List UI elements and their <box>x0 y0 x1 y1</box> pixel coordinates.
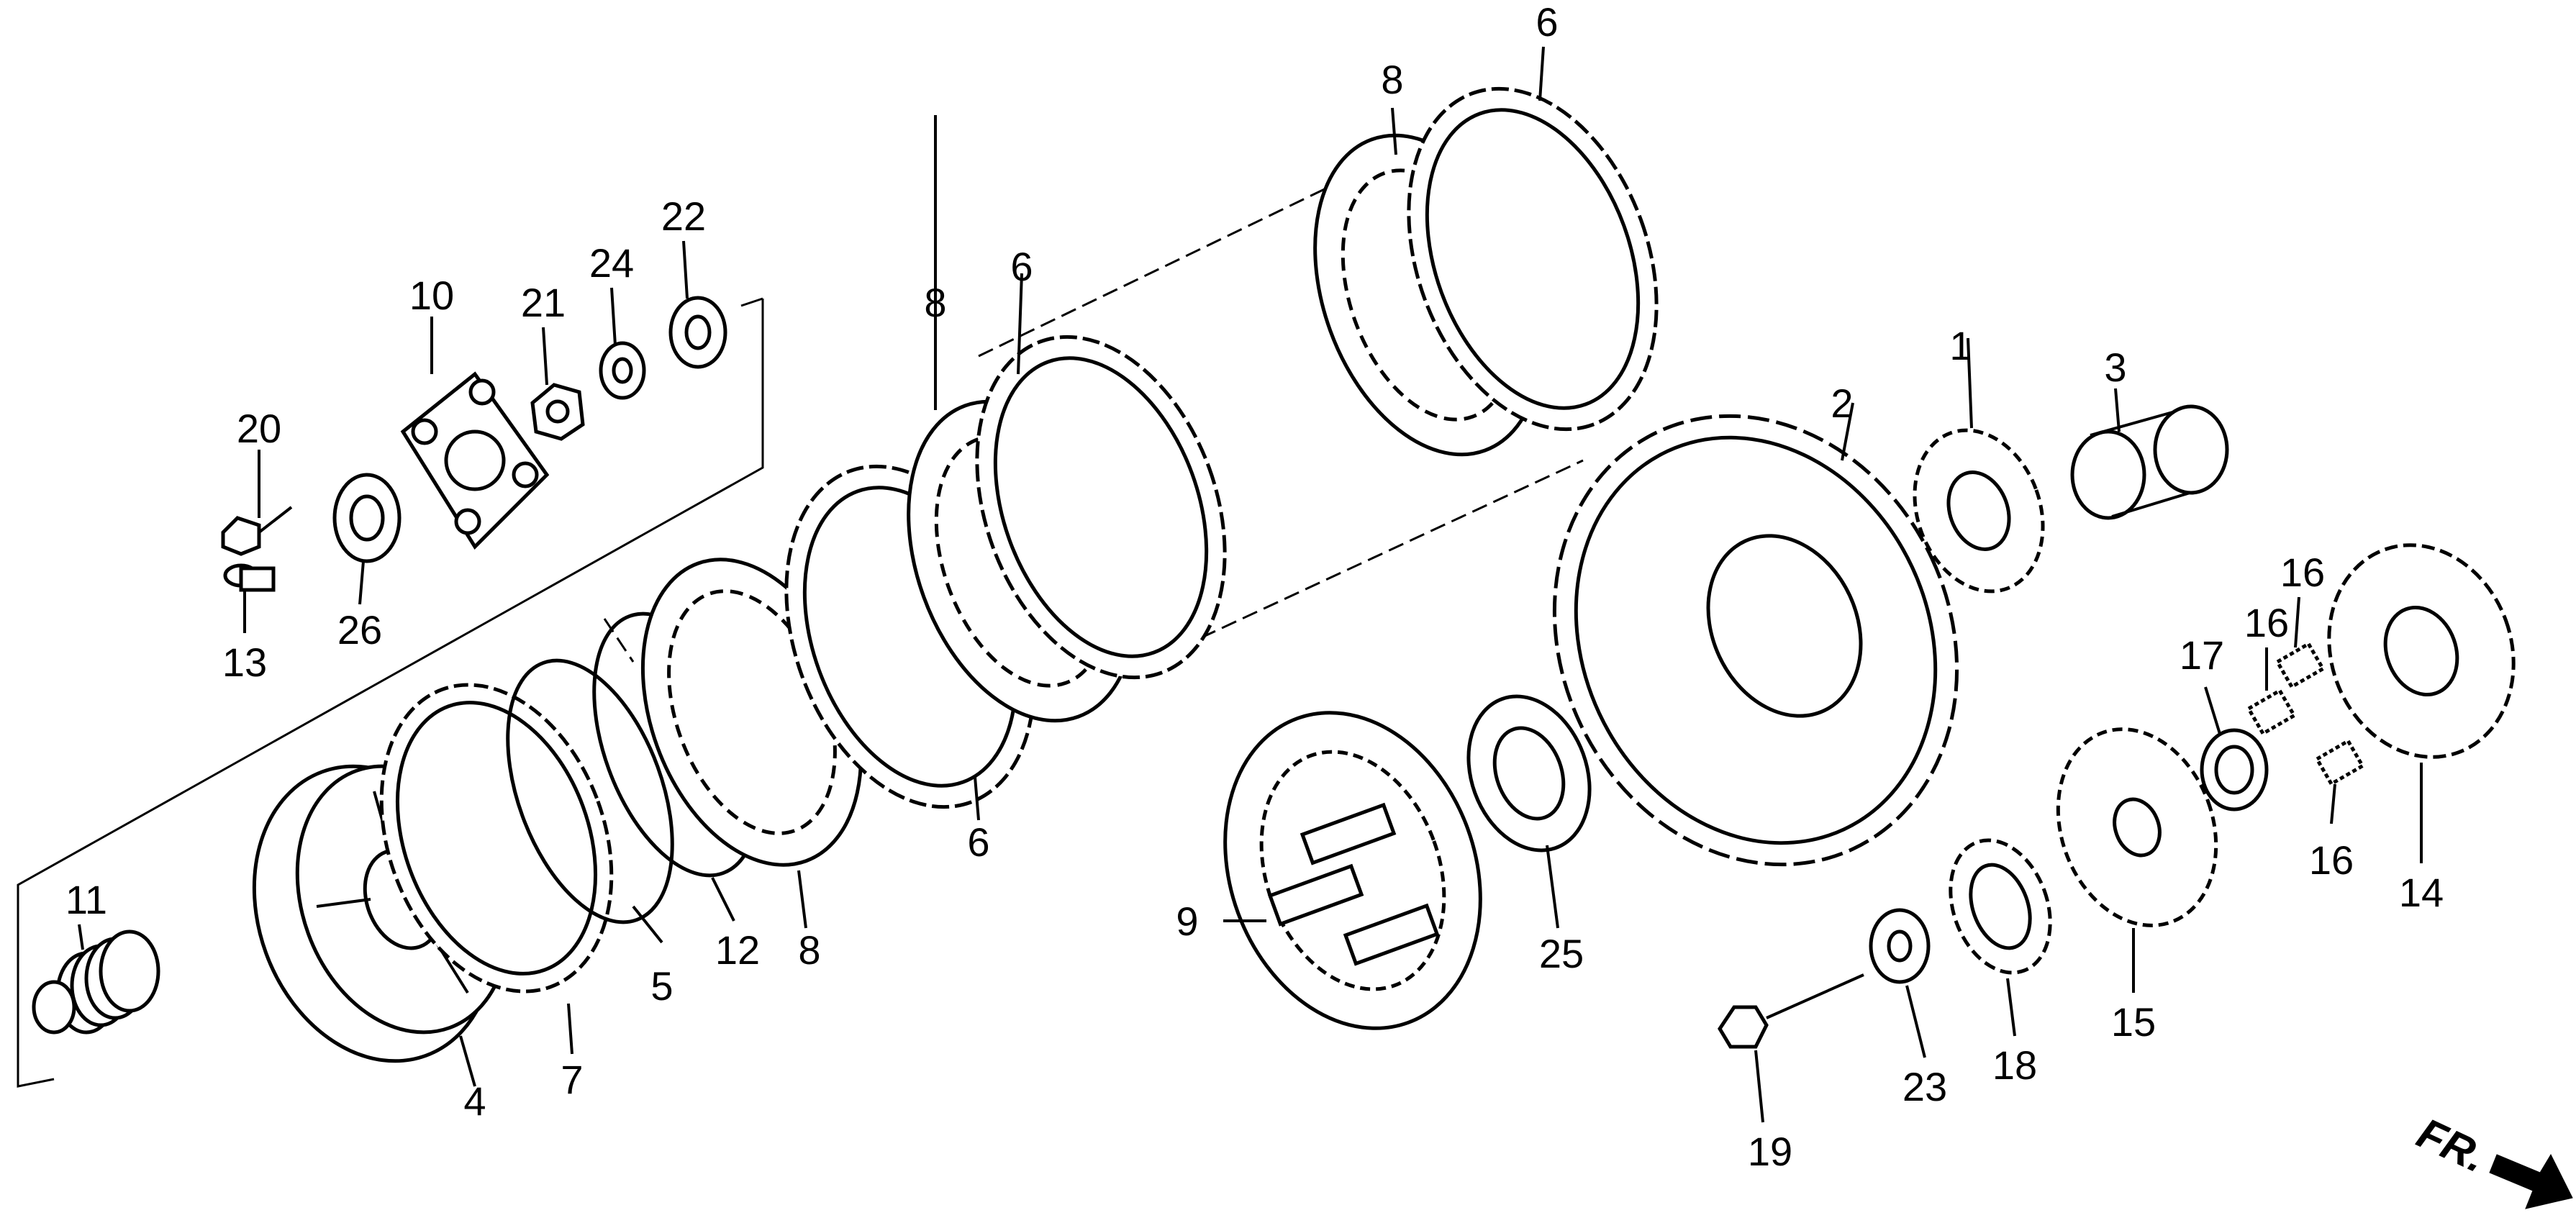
leader-lines <box>78 46 2423 1123</box>
oil-pump-drive-sprocket-part <box>1913 428 2045 594</box>
front-direction-marker: FR. <box>2411 1109 2573 1209</box>
label-14: 14 <box>2399 870 2444 915</box>
label-24: 24 <box>589 240 634 286</box>
label-9: 9 <box>1176 899 1198 944</box>
washer-17-part <box>2200 728 2269 811</box>
clutch-spring-part <box>32 929 160 1035</box>
lifter-plate-part <box>400 371 550 550</box>
primary-driven-gear-part <box>2327 543 2516 759</box>
front-direction-label: FR. <box>2411 1109 2494 1182</box>
nut-part <box>530 383 585 441</box>
label-17: 17 <box>2180 632 2224 678</box>
label-18: 18 <box>1992 1042 2037 1088</box>
lifter-rod-part <box>223 563 276 592</box>
label-16-bottom: 16 <box>2309 837 2354 883</box>
friction-disc-middle <box>975 335 1227 680</box>
outer-guide-collar-part <box>2070 404 2229 520</box>
label-4: 4 <box>463 1078 486 1124</box>
label-8-upper: 8 <box>1381 57 1403 102</box>
label-21: 21 <box>521 280 566 325</box>
label-7: 7 <box>561 1057 583 1102</box>
label-11: 11 <box>65 877 107 922</box>
label-6-middle: 6 <box>1010 244 1033 289</box>
damper-springs-part <box>2246 641 2365 787</box>
label-1: 1 <box>1949 323 1972 368</box>
label-2: 2 <box>1831 381 1853 426</box>
label-3: 3 <box>2104 345 2126 390</box>
bolt-19-part <box>1718 973 1864 1049</box>
part-labels: 1 2 3 4 5 6 6 6 7 8 8 8 9 10 11 12 13 14… <box>65 0 2444 1174</box>
clutch-outer-part <box>1552 414 1959 867</box>
label-16-top: 16 <box>2280 550 2325 595</box>
washer-24-part <box>599 341 646 400</box>
oil-pump-driven-sprocket-part <box>2056 727 2218 927</box>
front-direction-arrow-icon <box>2489 1153 2573 1209</box>
label-8-lower: 8 <box>798 927 820 973</box>
thrust-washer-part <box>1466 694 1592 853</box>
friction-disc-upper <box>1407 86 1659 432</box>
label-12: 12 <box>715 927 760 973</box>
label-25: 25 <box>1539 931 1584 976</box>
label-15: 15 <box>2111 999 2156 1045</box>
clutch-center-part <box>1223 711 1482 1030</box>
judder-plate-part <box>379 683 614 994</box>
label-5: 5 <box>650 963 673 1009</box>
assembly-boundary <box>17 297 764 1088</box>
label-16-middle: 16 <box>2244 600 2289 645</box>
label-8-middle: 8 <box>924 280 946 325</box>
label-22: 22 <box>661 194 706 239</box>
label-6-lower: 6 <box>967 819 989 865</box>
label-26: 26 <box>337 607 382 653</box>
label-23: 23 <box>1902 1064 1947 1109</box>
label-10: 10 <box>409 273 454 318</box>
label-19: 19 <box>1748 1129 1792 1174</box>
bearing-part <box>332 473 402 563</box>
alignment-lines <box>603 153 1584 663</box>
label-20: 20 <box>237 406 281 451</box>
washer-23-part <box>1869 908 1931 984</box>
washer-22-part <box>668 296 727 369</box>
lock-plate-part <box>1949 838 2052 975</box>
bolt-20-part <box>221 506 293 556</box>
label-13: 13 <box>222 640 267 685</box>
label-6-upper: 6 <box>1536 0 1558 45</box>
